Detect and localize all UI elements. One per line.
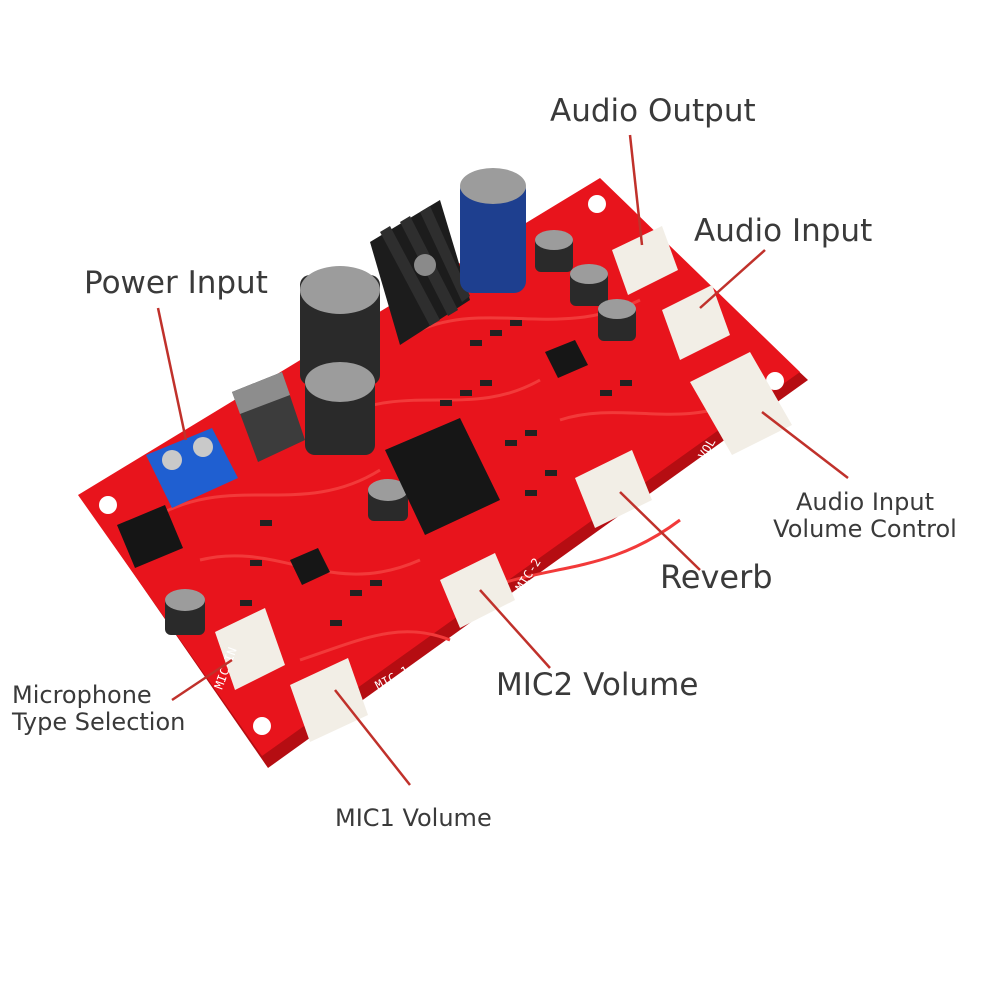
leader-microphone-type-selection	[171, 658, 233, 702]
jst-connector-icon	[290, 658, 368, 742]
ic-chip-icon	[290, 548, 330, 585]
leader-audio-input	[699, 249, 766, 309]
label-microphone-type-selection-line1: Microphone	[12, 681, 152, 709]
leader-audio-output	[628, 134, 644, 246]
jst-connector-icon	[662, 285, 730, 360]
mounting-hole-bottom	[253, 717, 271, 735]
label-power-input: Power Input	[84, 265, 268, 301]
label-reverb: Reverb	[660, 558, 773, 596]
electrolytic-capacitor-icon	[570, 264, 608, 306]
electrolytic-capacitor-icon	[460, 168, 526, 293]
electrolytic-capacitor-icon	[305, 362, 375, 455]
heatsink-icon	[370, 200, 470, 345]
jumper-header-icon	[117, 505, 183, 568]
leader-audio-input-volume-control	[761, 411, 849, 479]
mounting-hole-left	[99, 496, 117, 514]
ic-chip-icon	[545, 340, 588, 378]
label-audio-output: Audio Output	[550, 93, 756, 129]
screw-terminal-icon	[146, 428, 238, 508]
label-audio-input: Audio Input	[694, 213, 873, 249]
leader-mic2-volume	[479, 589, 551, 669]
jst-connector-icon	[215, 608, 285, 690]
electrolytic-capacitor-icon	[598, 299, 636, 341]
label-audio-input-volume-control-line1: Audio Input	[796, 488, 934, 516]
jst-connector-icon	[575, 450, 652, 528]
label-audio-input-volume-control: Audio Input Volume Control	[767, 489, 963, 543]
ic-chip-icon	[385, 418, 500, 535]
label-audio-input-volume-control-line2: Volume Control	[773, 514, 957, 543]
electrolytic-capacitor-icon	[300, 266, 380, 385]
mounting-hole-top	[588, 195, 606, 213]
smd-components	[240, 320, 632, 626]
jst-connector-icon	[690, 352, 792, 455]
components: MIC-1 MIC-2 MIC-IN VOL	[117, 168, 792, 742]
electrolytic-capacitor-icon	[368, 479, 408, 521]
leader-mic1-volume	[334, 689, 411, 786]
label-mic1-volume: MIC1 Volume	[335, 804, 492, 832]
electrolytic-capacitor-icon	[165, 589, 205, 635]
leader-power-input	[156, 307, 188, 441]
electrolytic-capacitor-icon	[535, 230, 573, 272]
label-microphone-type-selection-line2: Type Selection	[12, 707, 186, 736]
voltage-regulator-icon	[232, 372, 305, 462]
label-microphone-type-selection: Microphone Type Selection	[12, 682, 185, 736]
leader-reverb	[619, 491, 701, 571]
mounting-hole-right	[766, 372, 784, 390]
jst-connector-icon	[612, 226, 678, 295]
label-mic2-volume: MIC2 Volume	[496, 667, 699, 703]
leader-lines	[156, 134, 849, 786]
